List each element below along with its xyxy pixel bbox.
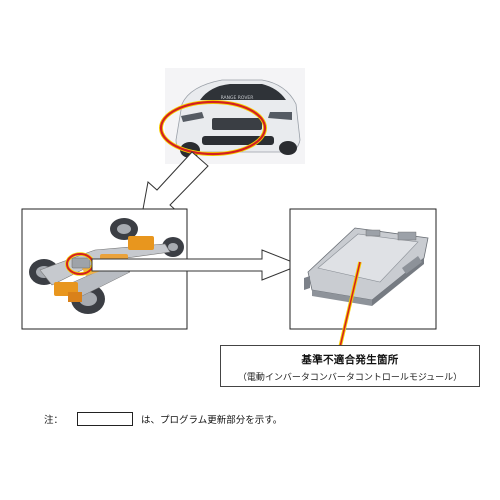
legend-swatch <box>77 412 134 426</box>
module-photo <box>304 227 429 306</box>
legend-note: 注： は、プログラム更新部分を示す。 <box>44 412 282 426</box>
arrow-right-icon <box>91 249 302 281</box>
pointer-line-core <box>339 261 361 348</box>
note-text: は、プログラム更新部分を示す。 <box>141 415 283 426</box>
callout-box: 基準不適合発生箇所 （電動インバータコンバータコントロールモジュール） <box>220 345 480 387</box>
car-badge: RANGE ROVER <box>221 95 254 101</box>
car-photo <box>159 68 305 164</box>
note-label: 注： <box>44 415 64 426</box>
callout-title: 基準不適合発生箇所 <box>301 354 399 366</box>
callout-subtitle: （電動インバータコンバータコントロールモジュール） <box>237 373 463 383</box>
